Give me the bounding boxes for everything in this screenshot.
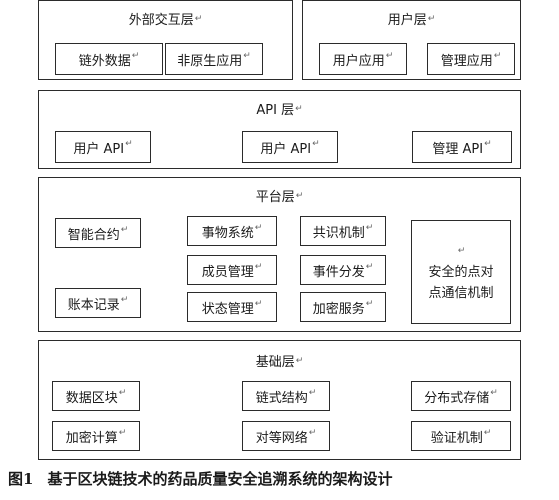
api-layer-title: API 层 — [256, 103, 295, 118]
base-layer-title-wrap: 基础层↵ — [255, 355, 304, 370]
user-layer-title-wrap: 用户层↵ — [387, 13, 436, 28]
admin-api-box: 管理 API↵ — [412, 131, 512, 163]
figure-number: 图1 — [8, 470, 34, 488]
user-api-box-2: 用户 API↵ — [242, 131, 338, 163]
base-layer: 基础层↵ 数据区块↵ 链式结构↵ 分布式存储↵ 加密计算↵ 对等网络↵ 验证机制… — [38, 340, 521, 460]
chain-structure-box: 链式结构↵ — [242, 381, 330, 411]
verification-mechanism-box: 验证机制↵ — [411, 421, 511, 451]
user-app-box: 用户应用↵ — [319, 43, 407, 75]
smart-contract-box: 智能合约↵ — [55, 218, 141, 248]
p2p-line-1: 安全的点对 — [428, 264, 494, 280]
user-layer: 用户层↵ 用户应用↵ 管理应用↵ — [302, 0, 521, 80]
figure-caption: 图1 基于区块链技术的药品质量安全追溯系统的架构设计 — [8, 468, 556, 489]
user-api-box-1: 用户 API↵ — [55, 131, 151, 163]
transaction-system-box: 事物系统↵ — [187, 216, 277, 246]
admin-app-box: 管理应用↵ — [427, 43, 515, 75]
user-layer-title: 用户层 — [387, 13, 427, 28]
external-layer-title-wrap: 外部交互层↵ — [128, 13, 203, 28]
member-management-box: 成员管理↵ — [187, 255, 277, 285]
peer-network-box: 对等网络↵ — [242, 421, 330, 451]
api-layer-title-wrap: API 层↵ — [256, 103, 303, 118]
consensus-mechanism-box: 共识机制↵ — [300, 216, 386, 246]
ledger-record-box: 账本记录↵ — [55, 288, 141, 318]
state-management-box: 状态管理↵ — [187, 292, 277, 322]
figure-caption-text: 基于区块链技术的药品质量安全追溯系统的架构设计 — [47, 470, 393, 488]
api-layer: API 层↵ 用户 API↵ 用户 API↵ 管理 API↵ — [38, 90, 521, 169]
encryption-service-box: 加密服务↵ — [300, 292, 386, 322]
non-native-app-box: 非原生应用↵ — [165, 43, 263, 75]
offchain-data-box: 链外数据↵ — [55, 43, 163, 75]
event-distribution-box: 事件分发↵ — [300, 255, 386, 285]
external-interaction-layer: 外部交互层↵ 链外数据↵ 非原生应用↵ — [38, 0, 293, 80]
distributed-storage-box: 分布式存储↵ — [411, 381, 511, 411]
p2p-communication-box: ↵ 安全的点对 点通信机制 — [411, 220, 511, 324]
platform-layer-title: 平台层 — [255, 190, 295, 205]
platform-layer: 平台层↵ 智能合约↵ 账本记录↵ 事物系统↵ 成员管理↵ 状态管理↵ 共识机制↵… — [38, 177, 521, 332]
base-layer-title: 基础层 — [255, 355, 295, 370]
p2p-line-2: 点通信机制 — [428, 285, 494, 301]
encrypted-computing-box: 加密计算↵ — [52, 421, 140, 451]
external-layer-title: 外部交互层 — [128, 13, 194, 28]
data-block-box: 数据区块↵ — [52, 381, 140, 411]
platform-layer-title-wrap: 平台层↵ — [255, 190, 304, 205]
